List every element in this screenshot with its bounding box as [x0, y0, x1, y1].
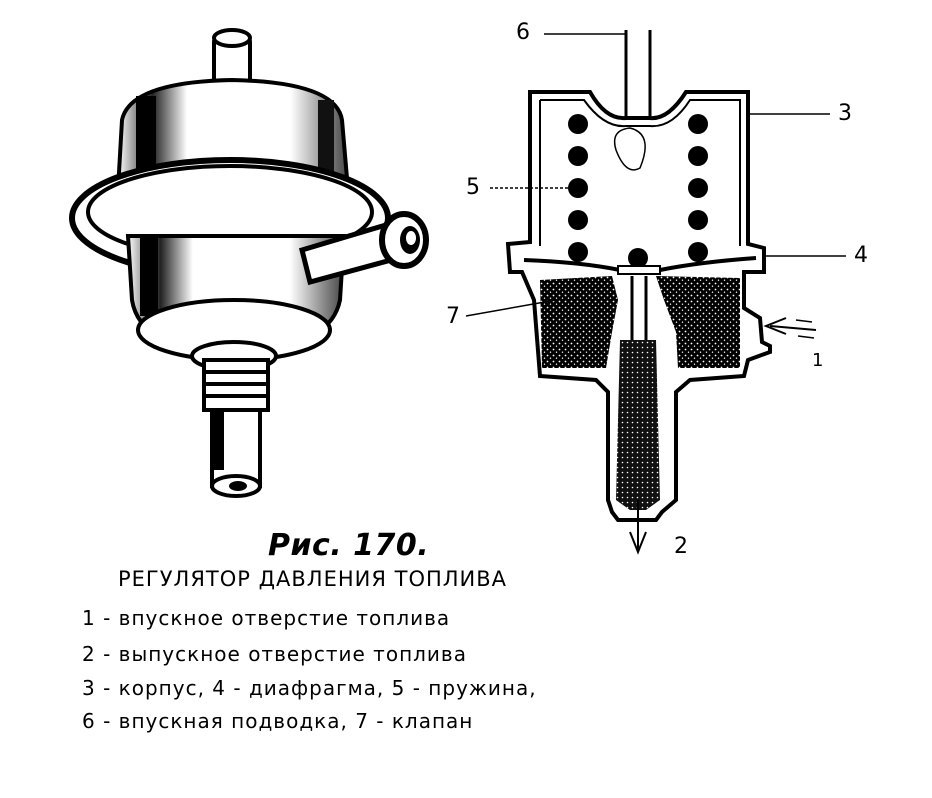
regulator-exterior-view	[69, 28, 429, 498]
figure-illustration	[69, 28, 846, 555]
legend-line: 6 - впускная подводка, 7 - клапан	[82, 709, 474, 733]
callout-4: 4	[854, 243, 868, 268]
valve-body-right	[656, 276, 740, 368]
spring-coils	[568, 114, 708, 268]
figure-title: Рис. 170.	[268, 528, 430, 563]
legend-line: 3 - корпус, 4 - диафрагма, 5 - пружина,	[82, 676, 537, 700]
figure-subtitle: РЕГУЛЯТОР ДАВЛЕНИЯ ТОПЛИВА	[118, 567, 508, 591]
valve-body-left	[540, 276, 618, 368]
housing-outline	[505, 90, 772, 522]
legend-line: 2 - выпускное отверстие топлива	[82, 642, 467, 666]
callout-7: 7	[446, 304, 460, 329]
outlet-channel	[616, 340, 660, 510]
legend-line: 1 - впускное отверстие топлива	[82, 606, 451, 630]
callout-5: 5	[466, 175, 480, 200]
callout-6: 6	[516, 20, 530, 45]
regulator-section-view	[465, 30, 846, 555]
callout-1: 1	[812, 350, 824, 371]
callout-3: 3	[838, 101, 852, 126]
callout-2: 2	[674, 534, 688, 559]
leader-7	[465, 299, 557, 317]
